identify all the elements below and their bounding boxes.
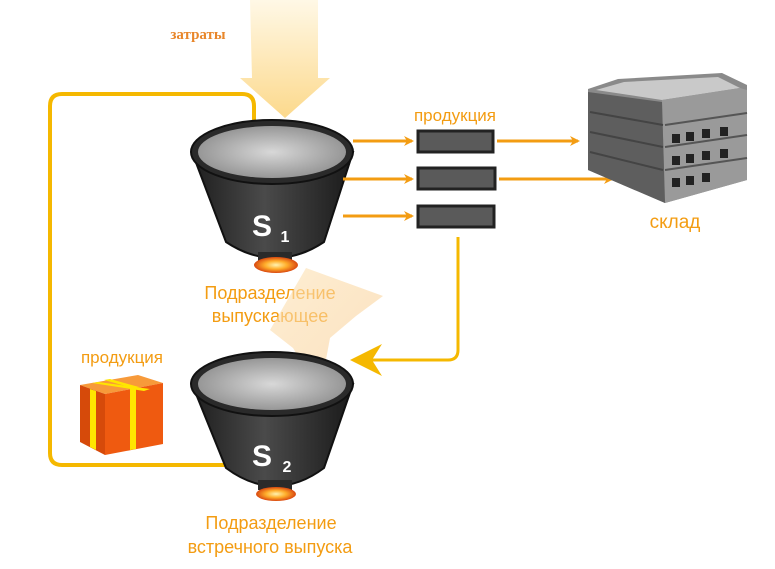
- product-box-icon: [80, 375, 163, 455]
- warehouse-label: склад: [650, 212, 701, 233]
- unit1-symbol: S: [252, 210, 272, 243]
- burner-flame-s1: [254, 257, 298, 273]
- feedback-loop-line: [48, 92, 256, 467]
- product-bar-2: [416, 166, 497, 191]
- return-line: [372, 237, 460, 362]
- return-arrowhead: [350, 344, 382, 376]
- unit2-name-line2: встречного выпуска: [188, 537, 354, 557]
- box-label: продукция: [81, 348, 163, 367]
- transfer-beam: [270, 268, 383, 392]
- unit2-name-line1: Подразделение: [205, 513, 336, 533]
- funnel-s2: [190, 351, 355, 490]
- unit2-subscript: 2: [283, 459, 292, 476]
- burner-flame-s2: [256, 487, 296, 501]
- input-beam-arrow: [240, 0, 330, 118]
- products-label: продукция: [414, 106, 496, 125]
- product-bar-1: [416, 129, 495, 154]
- unit1-subscript: 1: [281, 229, 290, 246]
- unit2-symbol: S: [252, 440, 272, 473]
- warehouse-building-icon: [588, 73, 748, 203]
- funnel-s1: [190, 119, 355, 262]
- product-bar-3: [416, 204, 496, 229]
- input-label: затраты: [170, 27, 226, 43]
